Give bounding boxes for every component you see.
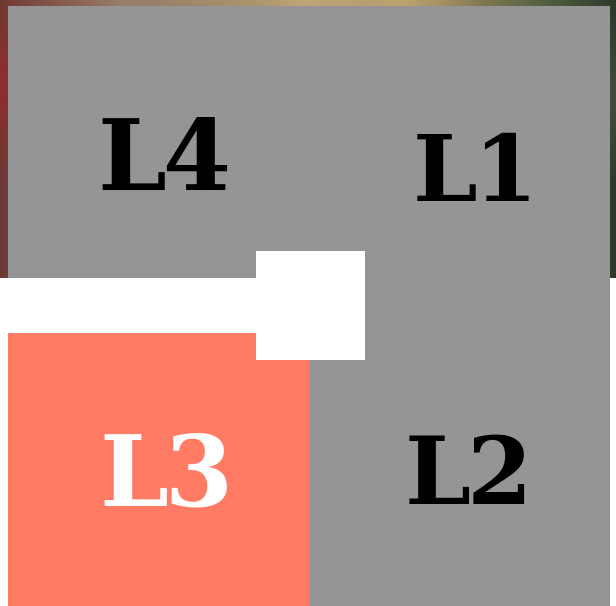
label-l2: L2 bbox=[405, 425, 529, 519]
label-l1: L1 bbox=[413, 123, 534, 215]
label-l4: L4 bbox=[98, 108, 227, 206]
center-white-square bbox=[256, 251, 365, 360]
label-l3: L3 bbox=[100, 424, 229, 522]
